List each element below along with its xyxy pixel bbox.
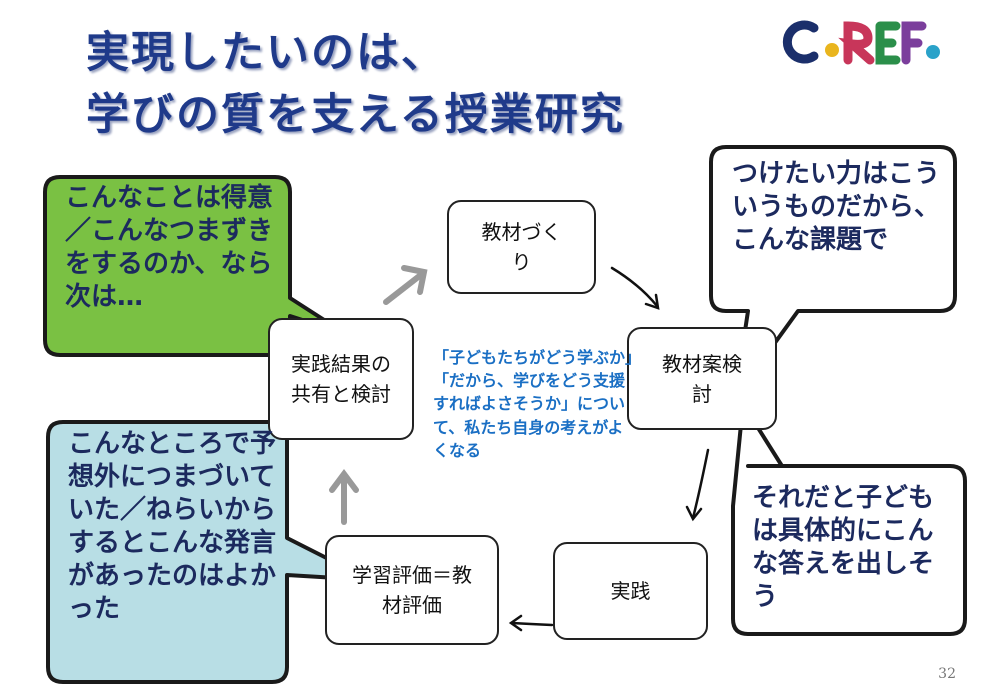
node-gakushu-hyoka-label: 学習評価＝教材評価 [352, 563, 472, 617]
arrow-to-gakushu-hyoka-icon [508, 614, 554, 632]
page-number: 32 [938, 666, 956, 682]
node-kyozai-an: 教材案検討 [627, 327, 777, 430]
node-jissen: 実践 [553, 542, 708, 640]
arrow-to-jissen-icon [685, 448, 710, 522]
title-line-1: 実現したいのは、 [86, 28, 446, 78]
center-caption: 「子どもたちがどう学ぶか」「だから、学びをどう支援すればよさそうか」について、私… [433, 348, 634, 460]
title-line-2: 学びの質を支える授業研究 [86, 90, 625, 140]
node-kyozai-zukuri: 教材づくり [447, 200, 596, 294]
right-bubble-shape [731, 402, 967, 636]
node-jissen-label: 実践 [610, 579, 651, 603]
green-bubble-text: こんなことは得意／こんなつまずきをするのか、なら次は… [65, 183, 274, 313]
arrow-to-kyozai-an-icon [610, 266, 660, 310]
blue-bubble-text: こんなところで予想外につまづいていた／ねらいからするとこんな発言があったのはよか… [68, 429, 277, 625]
node-kekka-kyoyu-label: 実践結果の共有と検討 [291, 352, 391, 406]
node-gakushu-hyoka: 学習評価＝教材評価 [325, 535, 499, 645]
coref-logo [782, 20, 940, 65]
node-kyozai-an-label: 教材案検討 [662, 351, 742, 406]
right-bubble-text: それだと子どもは具体的にこんな答えを出しそう [752, 483, 935, 613]
node-kyozai-zukuri-label: 教材づくり [481, 220, 562, 274]
top-right-bubble-text: つけたい力はこういうものだから、こんな課題で [732, 159, 941, 256]
cycle-arrows [329, 265, 710, 632]
node-kekka-kyoyu: 実践結果の共有と検討 [268, 318, 414, 440]
arrow-to-kekka-kyoyu-icon [329, 469, 359, 525]
arrow-to-kyozai-zukuri-icon [383, 265, 428, 305]
